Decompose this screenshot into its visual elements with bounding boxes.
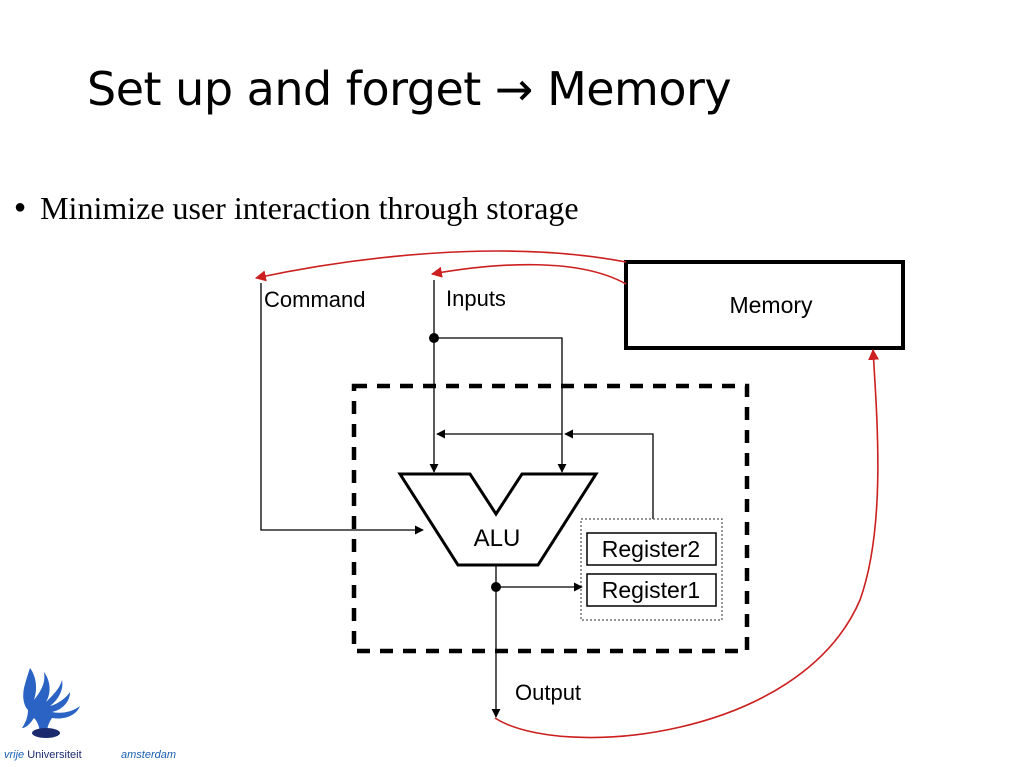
memory-to-command-arrow — [254, 250, 627, 282]
bullet-text: Minimize user interaction through storag… — [40, 190, 579, 226]
output-to-memory-arrow — [494, 348, 880, 739]
register1-box — [586, 573, 717, 607]
logo-word-city: amsterdam — [121, 749, 177, 761]
command-label: Command — [264, 287, 365, 312]
output-label: Output — [515, 680, 581, 705]
logo-word-vrije: vrije — [4, 749, 25, 761]
inputs-wire-to-alu-right — [434, 337, 567, 473]
alu-label: ALU — [474, 525, 521, 552]
alu-shape — [397, 472, 599, 567]
memory-label: Memory — [729, 292, 813, 318]
register-feedback-wire — [564, 429, 654, 519]
register1-label: Register1 — [602, 577, 700, 603]
bullet-dot: ● — [14, 196, 27, 218]
command-wire — [260, 283, 424, 535]
slide-title: Set up and forget → Memory — [87, 62, 732, 116]
processor-boundary — [351, 383, 750, 654]
logo-word-universiteit: Universiteit — [27, 749, 82, 761]
register2-label: Register2 — [602, 536, 700, 562]
memory-to-inputs-arrow — [430, 263, 627, 285]
inputs-label: Inputs — [446, 286, 506, 311]
university-wordmark: vrije Universiteit amsterdam — [4, 749, 176, 761]
griffin-logo-icon — [22, 668, 80, 738]
bullet-item: ● Minimize user interaction through stora… — [14, 190, 579, 227]
register2-box — [586, 532, 717, 566]
memory-box — [624, 260, 905, 350]
